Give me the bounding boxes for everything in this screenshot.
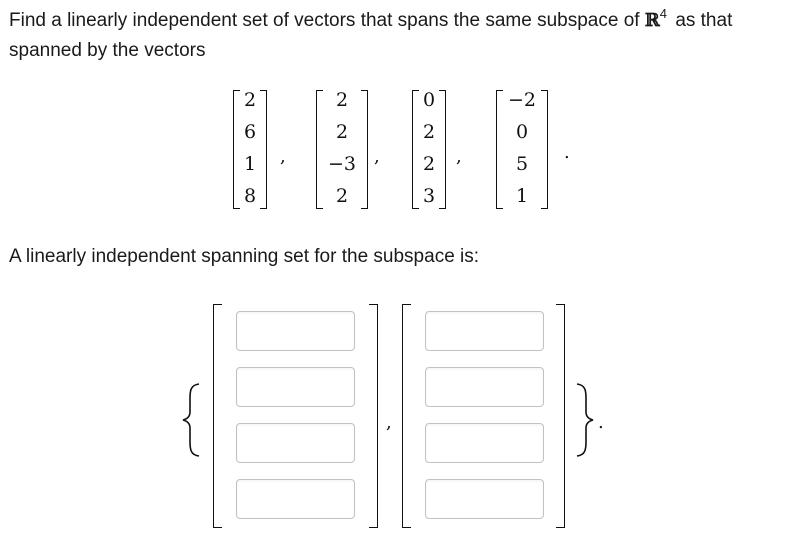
answer-2-entry-3-input[interactable] [425,423,544,463]
given-vector-1: 2 6 1 8 [233,90,267,210]
vector-entry: 2 [243,89,257,111]
answer-1-entry-2-input[interactable] [236,367,355,407]
vector-entry: 2 [335,185,349,207]
left-brace [182,383,200,457]
right-brace [576,383,594,457]
right-bracket [556,304,565,528]
given-vector-3: 0 2 2 3 [412,90,446,210]
left-bracket [233,90,240,209]
answer-2-entry-1-input[interactable] [425,311,544,351]
comma-separator: , [374,146,380,167]
left-bracket [213,304,222,528]
given-vector-2: 2 2 −3 2 [316,90,368,210]
left-bracket [496,90,503,209]
vector-entry: 0 [422,89,436,111]
vector-entry: 6 [243,121,257,143]
vector-entry: 0 [515,121,529,143]
answer-prompt: A linearly independent spanning set for … [9,246,480,267]
vector-entry: 2 [422,121,436,143]
period: . [598,412,604,433]
answer-2-entry-2-input[interactable] [425,367,544,407]
vector-entry: −3 [327,153,356,175]
comma-separator: , [280,146,286,167]
comma-separator: , [456,146,462,167]
question-text: Find a linearly independent set of vecto… [9,6,779,66]
vector-entry: −2 [507,89,536,111]
left-bracket [412,90,419,209]
question-text-after: as that spanned by the vectors [9,10,733,61]
right-bracket [439,90,446,209]
right-bracket [361,90,368,209]
vector-entry: 2 [335,121,349,143]
period: . [564,142,570,163]
vector-entry: 3 [422,185,436,207]
question-text-before: Find a linearly independent set of vecto… [9,10,640,31]
answer-1-entry-3-input[interactable] [236,423,355,463]
answer-2-entry-4-input[interactable] [425,479,544,519]
space-exponent: 4 [659,6,668,21]
left-bracket [402,304,411,528]
vector-entry: 1 [243,153,257,175]
given-vector-4: −2 0 5 1 [496,90,548,210]
vector-entry: 5 [515,153,529,175]
left-bracket [316,90,323,209]
vector-entry: 2 [422,153,436,175]
answer-1-entry-1-input[interactable] [236,311,355,351]
answer-1-entry-4-input[interactable] [236,479,355,519]
vector-entry: 8 [243,185,257,207]
vector-entry: 2 [335,89,349,111]
right-bracket [369,304,378,528]
right-bracket [541,90,548,209]
real-space-symbol: ℝ [644,10,660,31]
comma-separator: , [386,412,392,433]
vector-entry: 1 [515,185,529,207]
right-bracket [260,90,267,209]
